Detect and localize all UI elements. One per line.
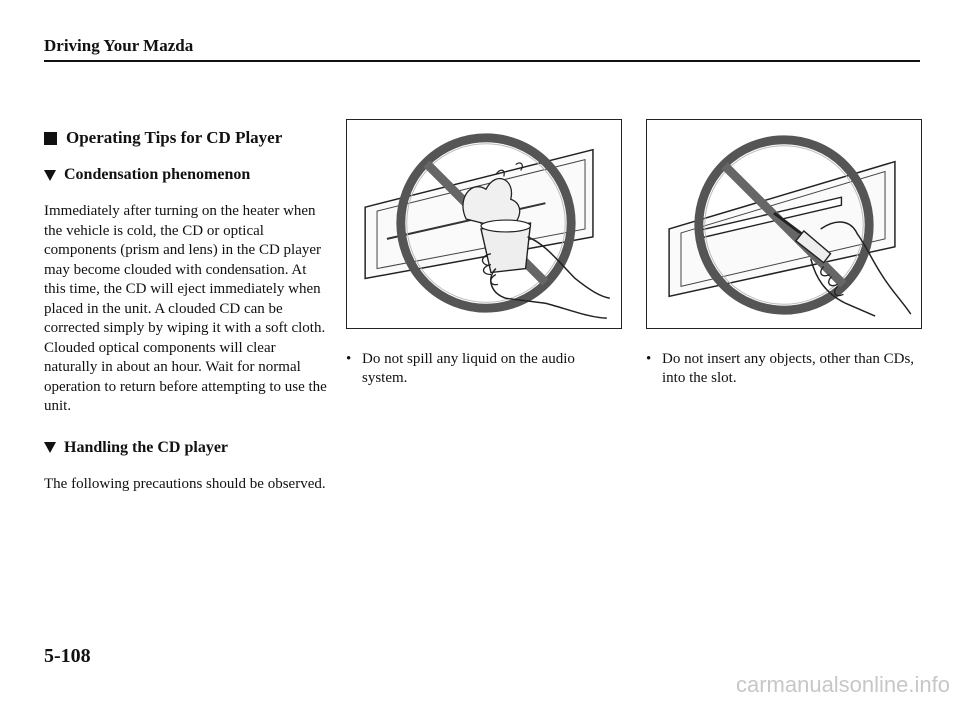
text-column: Operating Tips for CD Player Condensatio… bbox=[44, 128, 334, 516]
watermark: carmanualsonline.info bbox=[735, 672, 950, 697]
triangle-bullet-icon bbox=[44, 442, 56, 453]
subsection-title-handling: Handling the CD player bbox=[44, 439, 334, 457]
triangle-bullet-icon bbox=[44, 169, 56, 181]
no-liquid-figure bbox=[346, 119, 622, 329]
bullet-icon: • bbox=[646, 351, 652, 367]
page-number: 5-108 bbox=[44, 645, 91, 667]
handling-paragraph: The following precautions should be obse… bbox=[44, 475, 326, 492]
bullet-icon: • bbox=[346, 351, 352, 367]
subsection-title-text: Handling the CD player bbox=[64, 438, 229, 456]
square-bullet-icon bbox=[44, 131, 57, 145]
caption-text: Do not insert any objects, other than CD… bbox=[662, 351, 915, 386]
header-rule bbox=[44, 60, 920, 62]
no-objects-icon bbox=[668, 135, 912, 317]
subsection-title-condensation: Condensation phenomenon bbox=[44, 166, 334, 184]
no-objects-caption: • Do not insert any objects, other than … bbox=[646, 350, 916, 388]
no-liquid-icon bbox=[364, 133, 610, 319]
running-header: Driving Your Mazda bbox=[44, 36, 194, 55]
no-liquid-caption: • Do not spill any liquid on the audio s… bbox=[346, 350, 616, 388]
condensation-paragraph: Immediately after turning on the heater … bbox=[44, 203, 327, 414]
no-objects-figure bbox=[646, 119, 922, 329]
section-title: Operating Tips for CD Player bbox=[44, 128, 334, 148]
section-title-text: Operating Tips for CD Player bbox=[66, 128, 283, 147]
subsection-title-text: Condensation phenomenon bbox=[64, 166, 251, 183]
caption-text: Do not spill any liquid on the audio sys… bbox=[362, 351, 575, 386]
